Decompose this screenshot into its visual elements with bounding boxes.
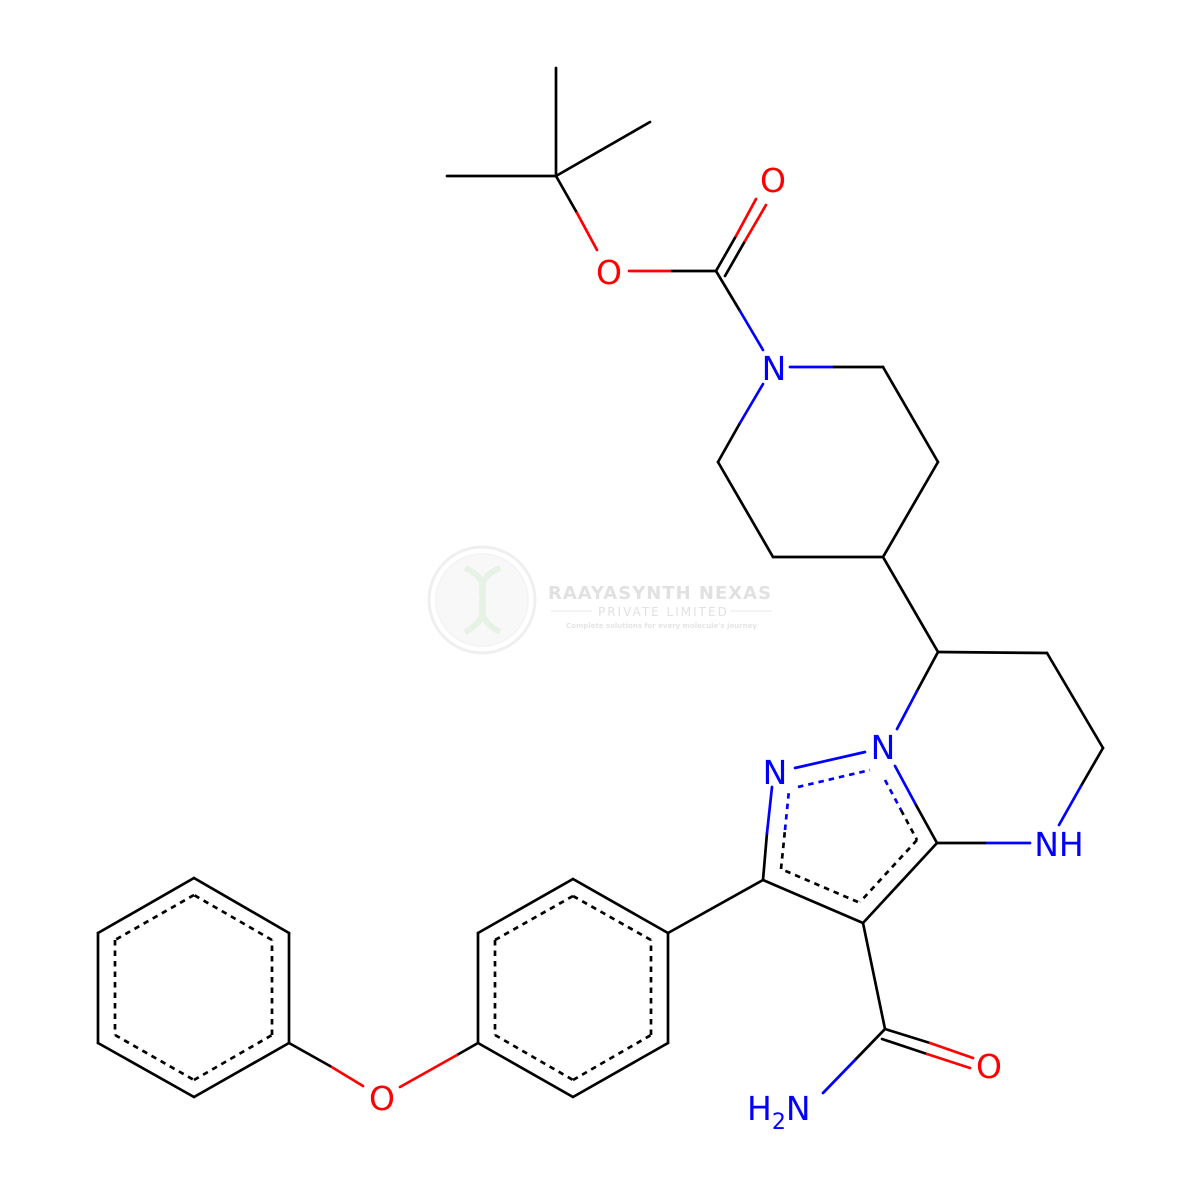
- bond-phenylene-5: [571, 1041, 670, 1099]
- ether-linkage: [287, 1041, 480, 1089]
- bond-c3-c2-dash: [780, 867, 859, 904]
- phenylene-ring: [476, 877, 765, 1099]
- bond-c6-c5: [1045, 651, 1105, 750]
- bond-phenyl-dash-3: [114, 893, 195, 942]
- pyrazole-ring: [761, 750, 939, 925]
- bond-phenyl-dash-6: [193, 1033, 273, 1082]
- bond-pip-c3-c4: [881, 460, 940, 559]
- bond-carbonyl-a-black: [714, 234, 738, 273]
- bond-amide-cn-black: [853, 1027, 887, 1062]
- bond-amide-co-a-red: [928, 1041, 975, 1060]
- bond-carbonyl-a-red: [734, 197, 758, 238]
- atom-o-carbonyl-top: O: [760, 161, 786, 200]
- bond-phenylene-dash-2: [494, 894, 574, 942]
- bond-pip-c5-c6: [716, 460, 775, 559]
- bond-o-phenyl-black: [287, 1041, 332, 1068]
- phenyl-ring: [96, 876, 291, 1099]
- bond-c5-nh-blue: [1057, 784, 1083, 827]
- bond-tbu-oxygen-o: [575, 211, 599, 252]
- bond-pip-c2-c3: [881, 365, 940, 464]
- bond-amide-co-b-black: [880, 1037, 929, 1056]
- atom-n-bridge: N: [871, 728, 896, 767]
- boc-carbonyl-group: [627, 197, 768, 352]
- watermark-tagline: Complete solutions for every molecule's …: [566, 622, 757, 630]
- bond-amide-co-b-red: [925, 1052, 972, 1070]
- bond-phenylene-dash-5: [572, 1033, 652, 1082]
- bond-o-phenyl-red: [328, 1064, 365, 1088]
- watermark-title: RAAYASYNTH NEXAS: [548, 583, 772, 604]
- atom-o-ester: O: [596, 253, 622, 292]
- bond-nbridge-c3a-dash-blue: [883, 779, 903, 811]
- bond-phenyl-dash-2: [193, 893, 273, 942]
- bond-c7-c6: [936, 650, 1049, 655]
- tetrahydropyrimidine-ring: [895, 650, 1105, 845]
- atom-nh-ring: NH: [1034, 825, 1084, 864]
- atom-nh2-amide: H2N: [747, 1089, 811, 1135]
- bond-c3-camide: [861, 921, 887, 1031]
- tert-butyl-group: [445, 66, 652, 252]
- bond-pip-c4-c7: [881, 555, 940, 654]
- bond-c2-npyr-dash-black: [779, 829, 787, 870]
- bond-c2-npyr-dash-blue: [783, 789, 791, 831]
- bond-nbridge-c3a-dash-black: [899, 809, 919, 841]
- bond-npyr-nbridge-dash: [797, 768, 871, 789]
- bond-phenylene-1: [571, 877, 670, 935]
- bond-c2-npyr-black: [761, 831, 769, 882]
- bond-phenyl-2: [192, 876, 291, 935]
- bond-phenyl-dash-5: [114, 1033, 195, 1082]
- bond-amide-co-a-black: [883, 1027, 932, 1045]
- bond-c7-nbridge-blue: [895, 689, 919, 731]
- atom-nh2-n: N: [786, 1089, 811, 1128]
- atom-nh2-subscript: 2: [772, 1110, 786, 1135]
- bond-phenylene-dash-4: [494, 1033, 574, 1082]
- atom-n-piperidine: N: [762, 349, 787, 388]
- atom-o-ether: O: [369, 1079, 395, 1118]
- watermark-ring-outer: [427, 545, 537, 655]
- bond-carbonyl-n-blue: [738, 309, 765, 352]
- bond-tbu-oxygen-c: [554, 174, 579, 215]
- bond-phenylene-o-black: [455, 1041, 480, 1057]
- atom-o-amide: O: [976, 1047, 1002, 1086]
- atom-nh2-h: H: [747, 1089, 772, 1128]
- bond-c3-c2: [761, 878, 865, 925]
- dna-helix-icon: [463, 565, 502, 635]
- bond-phenyl-3: [96, 876, 196, 935]
- bond-phenyl-5: [96, 1041, 196, 1099]
- bond-nbridge-c3a-black: [914, 803, 939, 845]
- bond-tbu-methyl-right: [554, 120, 652, 178]
- atom-labels: O O N N N NH O H2N O: [369, 161, 1084, 1135]
- bond-phenylene-2: [476, 877, 575, 935]
- atom-n-pyrazole: N: [763, 753, 788, 792]
- bond-phenylene-4: [476, 1041, 575, 1099]
- bond-carbonyl-b-black: [723, 239, 747, 278]
- bond-c3a-c3-dash: [859, 839, 918, 903]
- bond-c3a-c3: [861, 841, 939, 925]
- piperidine-ring: [716, 365, 940, 654]
- watermark-logo: RAAYASYNTH NEXAS PRIVATE LIMITED Complet…: [427, 545, 772, 655]
- bond-phenylene-dash-1: [572, 894, 652, 942]
- bond-c2-npyr-blue: [765, 785, 774, 835]
- bond-nbridge-c3a-blue: [893, 764, 918, 807]
- bond-c7-nbridge-black: [915, 650, 940, 693]
- bond-carbonyl-b-red: [743, 203, 768, 243]
- watermark-subtitle: PRIVATE LIMITED: [598, 605, 729, 619]
- bond-carbonyl-n-black: [714, 269, 742, 313]
- bond-pip-c6-n-black: [716, 421, 742, 464]
- carboxamide-group: [821, 921, 975, 1095]
- bond-phenylene-o-red: [398, 1053, 459, 1089]
- bond-phenyl-6: [192, 1041, 291, 1099]
- bond-c2-phenylene: [666, 878, 765, 935]
- bond-c5-nh-black: [1079, 746, 1105, 788]
- bond-npyr-nbridge: [793, 750, 867, 770]
- bond-amide-cn-blue: [821, 1058, 857, 1095]
- bond-pip-c6-n-blue: [738, 382, 765, 425]
